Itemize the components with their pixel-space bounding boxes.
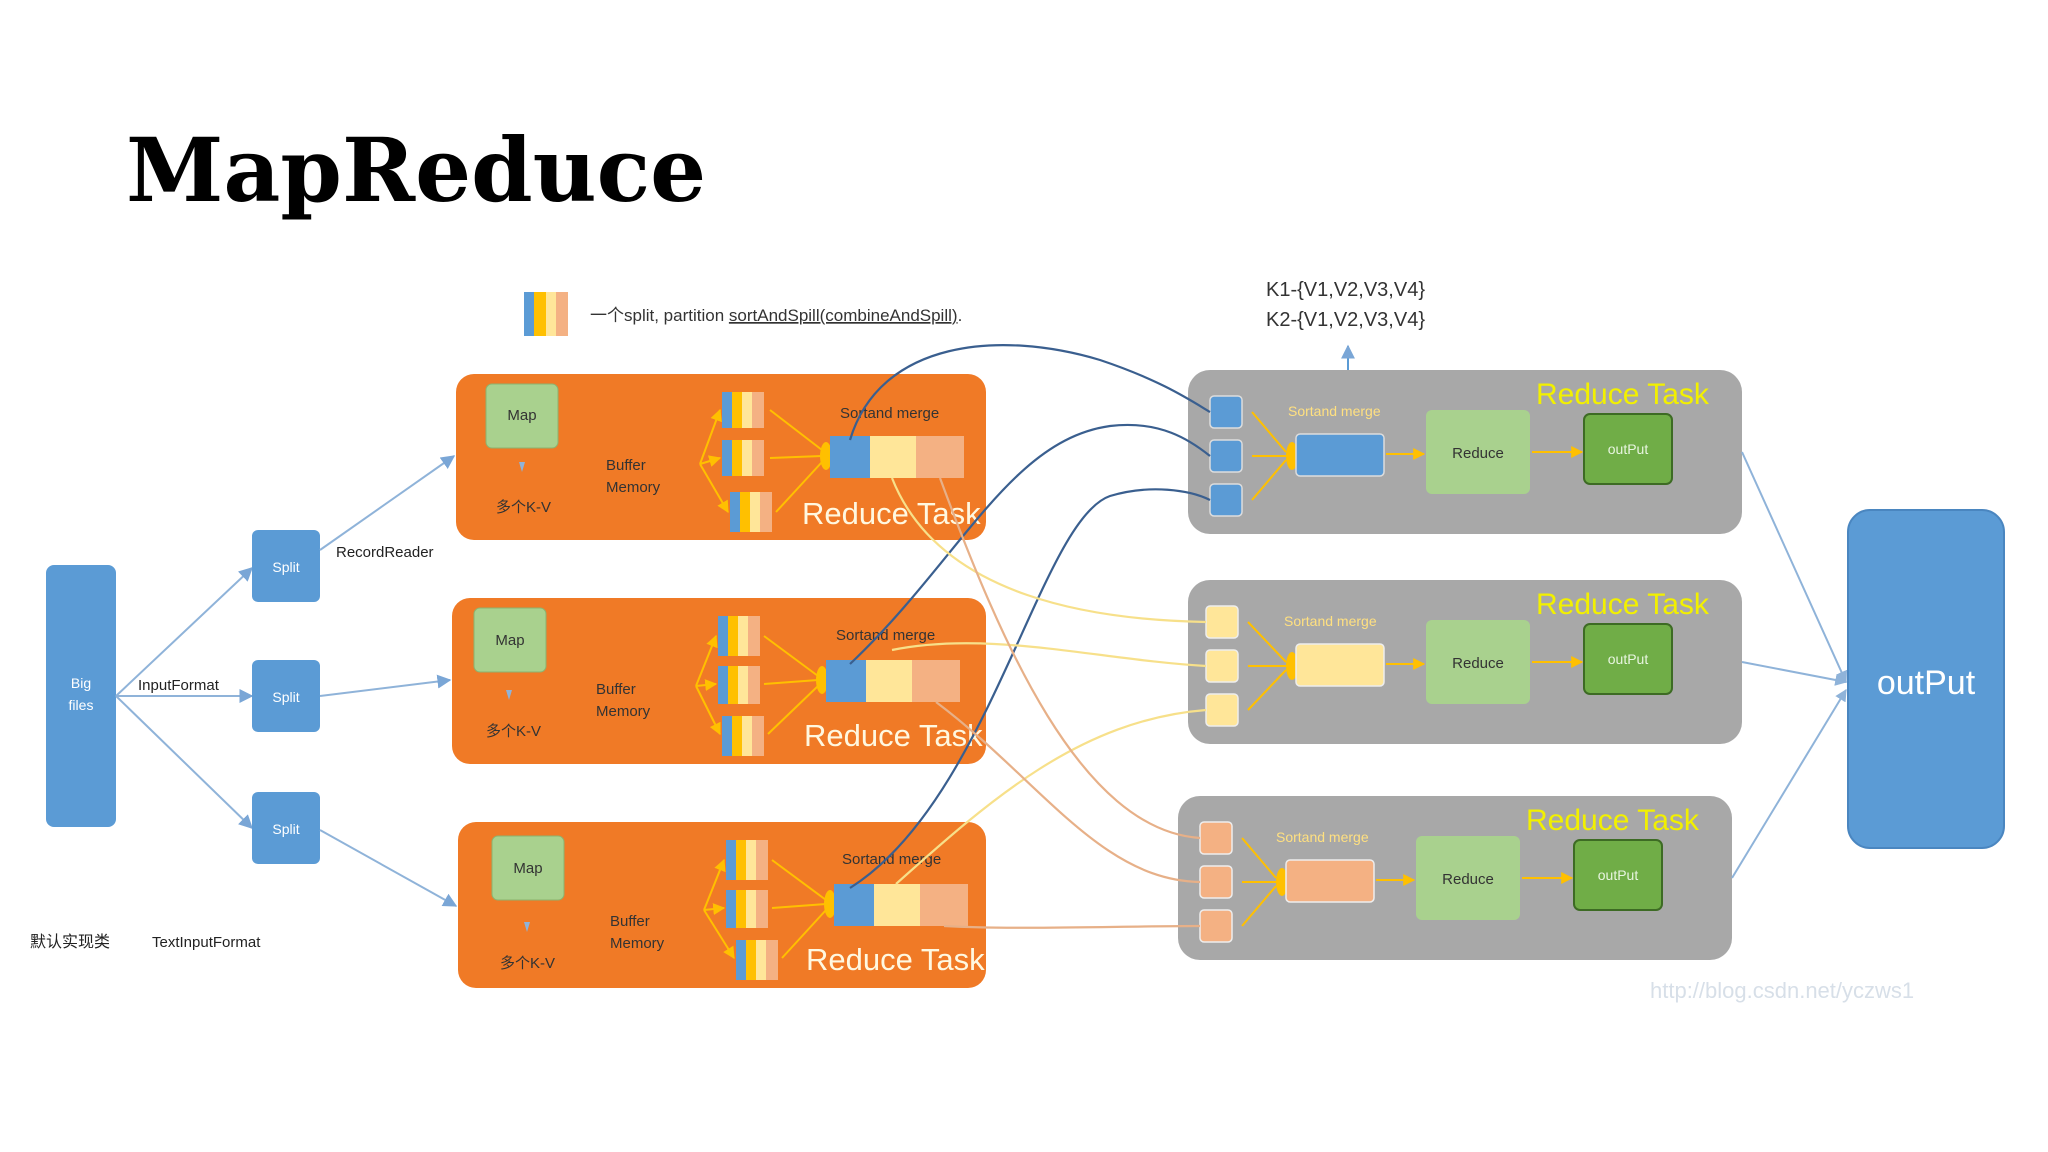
sort-merge-label: Sortand merge [840,405,939,422]
split-label-3: Split [272,821,299,837]
reduce-output-label: outPut [1608,441,1649,457]
reduce-output-label: outPut [1608,651,1649,667]
default-impl-label: 默认实现类 [30,933,110,951]
text-input-format-label: TextInputFormat [152,934,261,951]
record-arrow-3 [319,829,458,907]
split-label-2: Split [272,689,299,705]
big-files-block [46,565,116,827]
record-arrow-2 [319,674,452,697]
reduce-task-label: Reduce Task [1536,378,1710,411]
reduce-sort-merge-label: Sortand merge [1288,403,1381,419]
reduce-output-label: outPut [1598,867,1639,883]
map-task-1: Map 多个K-V Buffer Memory Sortand merge Re… [456,374,986,540]
legend-text: 一个split, partition sortAndSpill(combineA… [590,306,962,325]
kv-label: 多个K-V [486,723,541,740]
map-task-label: Reduce Task [802,496,981,531]
sort-merge-label: Sortand merge [836,627,935,644]
split-block-2 [252,660,320,732]
reduce-label: Reduce [1452,445,1504,462]
reduce-task-3: Reduce Task Sortand merge Reduce outPut [1178,796,1732,960]
kv-label: 多个K-V [496,499,551,516]
final-output-block [1847,509,2005,849]
shuffle-blue-lines [848,344,1211,889]
map-label: Map [513,860,542,877]
buffer-label-1: Buffer [610,913,650,930]
input-arrow-3 [115,695,254,829]
reduce-task-1: Reduce Task Sortand merge Reduce outPut [1188,370,1742,534]
buffer-label-1: Buffer [606,457,646,474]
split-block-1 [252,530,320,602]
input-format-label: InputFormat [138,677,220,694]
reduce-label: Reduce [1442,871,1494,888]
input-arrow-1 [115,567,254,697]
final-arrow-1 [1741,451,1848,684]
record-arrow-1 [319,455,456,551]
big-files-label-1: Big [71,675,91,691]
buffer-label-2: Memory [606,479,661,496]
split-block-3 [252,792,320,864]
final-output-label: outPut [1877,664,1976,702]
record-reader-label: RecordReader [336,544,434,561]
reduce-label: Reduce [1452,655,1504,672]
shuffle-yellow-lines [890,477,1207,885]
buffer-label-2: Memory [596,703,651,720]
output-key-2: K2-{V1,V2,V3,V4} [1266,309,1425,331]
reduce-task-label: Reduce Task [1526,804,1700,837]
reduce-task-label: Reduce Task [1536,588,1710,621]
big-files-label-2: files [69,697,94,713]
map-label: Map [495,632,524,649]
map-task-3: Map 多个K-V Buffer Memory Sortand merge Re… [458,822,986,988]
buffer-label-2: Memory [610,935,665,952]
sort-merge-label: Sortand merge [842,851,941,868]
final-arrow-3 [1731,688,1847,879]
reduce-sort-merge-label: Sortand merge [1276,829,1369,845]
map-task-label: Reduce Task [804,718,983,753]
map-task-label: Reduce Task [806,942,985,977]
reduce-task-2: Reduce Task Sortand merge Reduce outPut [1188,580,1742,744]
legend-stack-icon [524,292,568,336]
shuffle-peach-lines [935,477,1201,929]
final-arrow-2 [1741,661,1848,686]
kv-label: 多个K-V [500,955,555,972]
watermark: http://blog.csdn.net/yczws1 [1650,978,1914,1003]
split-label-1: Split [272,559,299,575]
reduce-sort-merge-label: Sortand merge [1284,613,1377,629]
page-title: MapReduce [126,118,707,222]
map-label: Map [507,407,536,424]
buffer-label-1: Buffer [596,681,636,698]
output-key-1: K1-{V1,V2,V3,V4} [1266,279,1425,301]
map-task-2: Map 多个K-V Buffer Memory Sortand merge Re… [452,598,986,764]
